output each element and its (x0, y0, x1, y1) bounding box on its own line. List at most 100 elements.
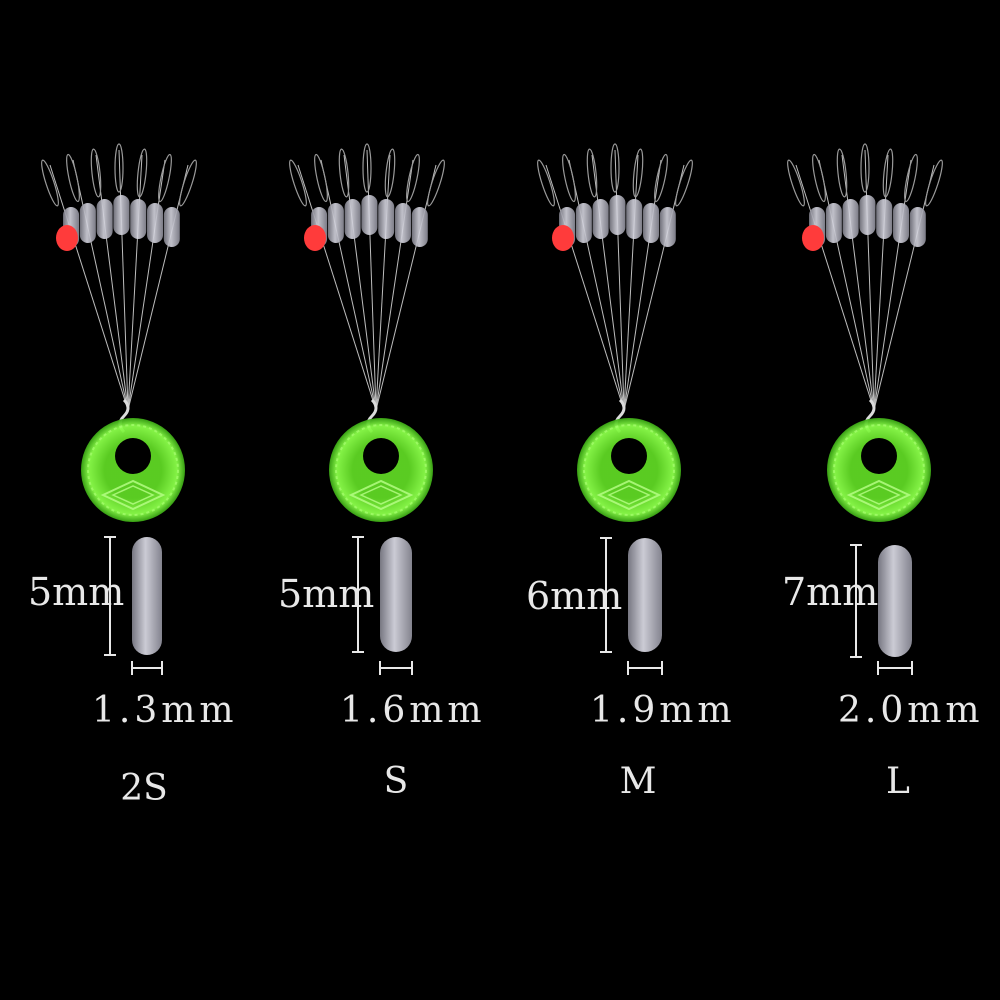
loop (812, 153, 826, 203)
diameter-label: 1.3mm (92, 690, 238, 731)
ring-emblem-inner (857, 485, 901, 505)
loop (289, 159, 307, 207)
ring-hole (115, 438, 151, 474)
line-strand (623, 164, 685, 411)
line-strand (614, 149, 625, 411)
stopper-bead (411, 207, 428, 247)
loop (406, 153, 420, 203)
stopper-bead (859, 195, 876, 235)
red-bead (56, 225, 78, 251)
loop (384, 148, 396, 198)
product-group-2: 6mm 1.9mm M (526, 143, 736, 802)
loop (610, 143, 620, 193)
stopper-dimension (850, 544, 913, 675)
line-strand (818, 159, 875, 411)
line-strand (49, 164, 129, 411)
size-label: S (384, 761, 409, 802)
red-bead (802, 225, 824, 251)
ring-emblem-inner (359, 485, 403, 505)
size-label: M (620, 761, 657, 802)
stopper-bead (327, 203, 344, 243)
size-label: L (886, 761, 910, 802)
loop (860, 143, 870, 193)
loop (586, 148, 598, 198)
line-strand (375, 154, 391, 411)
stopper-bead (909, 207, 926, 247)
line-strand (375, 164, 437, 411)
stopper-bead (147, 203, 164, 243)
loop (562, 153, 576, 203)
length-label: 6mm (526, 574, 622, 618)
length-label: 7mm (782, 570, 878, 614)
single-stopper (628, 538, 662, 652)
ring-emblem (100, 479, 166, 511)
line-strand (127, 164, 189, 411)
line-strand (127, 154, 143, 411)
length-label: 5mm (28, 570, 124, 614)
stopper-bead (395, 203, 412, 243)
stopper-bead (344, 199, 361, 239)
line-strand (95, 154, 129, 411)
loop (787, 159, 805, 207)
line-strand (568, 159, 625, 411)
diameter-label: 2.0mm (838, 690, 984, 731)
line-strand (623, 159, 662, 411)
loop (925, 159, 943, 207)
line-strand (127, 159, 166, 411)
product-group-1: 5mm 1.6mm S (278, 143, 482, 802)
ring-emblem (846, 479, 912, 511)
loop (632, 148, 644, 198)
product-group-0: 5mm 1.3mm 2S (28, 143, 238, 809)
line-strand (623, 154, 639, 411)
loop (66, 153, 80, 203)
stopper-bead (163, 207, 180, 247)
line-strand (320, 159, 377, 411)
green-ring (827, 418, 931, 522)
red-bead (304, 225, 326, 251)
stopper-bead (609, 195, 626, 235)
ring-dots (335, 424, 427, 516)
green-ring (81, 418, 185, 522)
stopper-bead (113, 195, 130, 235)
stopper-bead (79, 203, 96, 243)
line-strand (343, 154, 377, 411)
product-group-3: 7mm 2.0mm L (782, 143, 984, 802)
line-strand (545, 164, 625, 411)
line-strand (864, 149, 875, 411)
loop (675, 159, 693, 207)
stopper-bead (893, 203, 910, 243)
loop (314, 153, 328, 203)
loop (654, 153, 668, 203)
loop (362, 143, 372, 193)
loop (882, 148, 894, 198)
loop (427, 159, 445, 207)
loop (836, 148, 848, 198)
ring-dots (583, 424, 675, 516)
diameter-label: 1.9mm (590, 690, 736, 731)
line-strand (366, 149, 377, 411)
ring-dots (833, 424, 925, 516)
stopper-bead (659, 207, 676, 247)
line-strand (375, 159, 414, 411)
loop (338, 148, 350, 198)
loop (537, 159, 555, 207)
loop (904, 153, 918, 203)
stopper-bead (592, 199, 609, 239)
single-stopper (132, 537, 162, 655)
stopper-fan (537, 143, 693, 434)
ring-dots (87, 424, 179, 516)
stopper-dimension (600, 537, 663, 675)
stopper-bead (96, 199, 113, 239)
loop (41, 159, 59, 207)
stopper-bead (825, 203, 842, 243)
loop (114, 143, 124, 193)
ring-hole (861, 438, 897, 474)
ring-emblem (596, 479, 662, 511)
line-strand (841, 154, 875, 411)
single-stopper (380, 537, 412, 652)
stopper-fan (289, 143, 445, 434)
stopper-bead (130, 199, 147, 239)
loop (136, 148, 148, 198)
green-ring (329, 418, 433, 522)
